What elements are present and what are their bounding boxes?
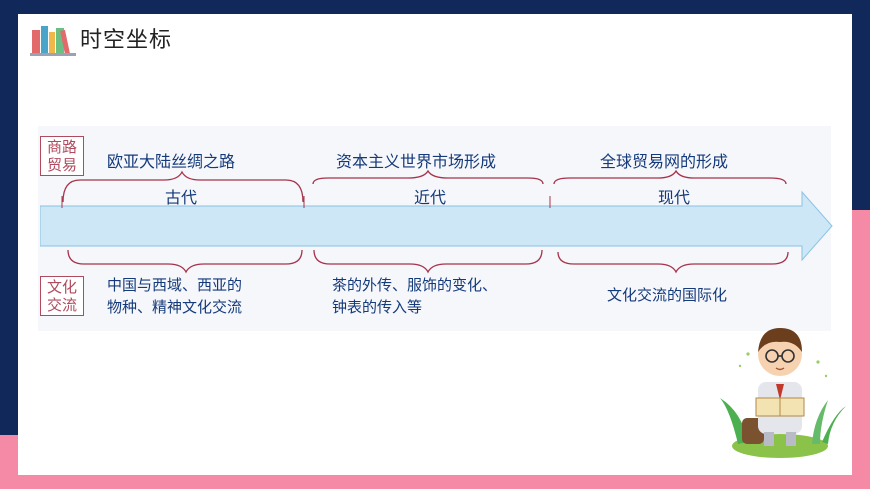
culture-contemporary: 文化交流的国际化 xyxy=(607,284,727,306)
books-icon xyxy=(30,26,76,56)
culture-tag: 文化 交流 xyxy=(40,276,84,316)
route-modern-early: 资本主义世界市场形成 xyxy=(336,152,497,171)
culture-tag-line1: 文化 xyxy=(46,278,77,296)
culture-tag-line2: 交流 xyxy=(46,296,77,314)
student-reading-illustration xyxy=(720,328,846,458)
route-contemporary: 全球贸易网的形成 xyxy=(600,152,729,171)
brace-top-modern xyxy=(312,169,544,185)
era-braces xyxy=(62,169,789,274)
trade-tag-line2: 贸易 xyxy=(46,156,77,174)
culture-modern-line2: 钟表的传入等 xyxy=(332,298,423,316)
culture-modern-line1: 茶的外传、服饰的变化、 xyxy=(332,276,498,294)
page-title: 时空坐标 xyxy=(80,28,173,53)
brace-bottom-modern xyxy=(313,249,543,274)
culture-ancient-line2: 物种、精神文化交流 xyxy=(107,298,243,316)
trade-tag: 商路 贸易 xyxy=(40,136,84,176)
brace-bottom-ancient xyxy=(67,249,303,274)
era-modern: 近代 xyxy=(414,188,447,207)
trade-tag-line1: 商路 xyxy=(46,138,77,156)
culture-ancient-line1: 中国与西域、西亚的 xyxy=(107,276,243,294)
culture-contemporary-line1: 文化交流的国际化 xyxy=(607,286,728,304)
timeline-arrow xyxy=(40,190,833,262)
brace-bottom-contemporary xyxy=(557,251,789,274)
route-ancient: 欧亚大陆丝绸之路 xyxy=(107,152,236,171)
era-contemporary: 现代 xyxy=(658,188,691,207)
brace-top-ancient xyxy=(62,170,304,203)
right-pink-band xyxy=(852,210,870,440)
brace-top-contemporary xyxy=(553,169,787,185)
era-ancient: 古代 xyxy=(165,188,198,207)
slide-canvas: 时空坐标 商路 贸易 欧亚大陆丝绸之路 资本主义世界市场形成 全球贸易网的形成 … xyxy=(18,14,852,475)
culture-modern: 茶的外传、服饰的变化、 钟表的传入等 xyxy=(332,274,497,318)
culture-ancient: 中国与西域、西亚的 物种、精神文化交流 xyxy=(107,274,242,318)
